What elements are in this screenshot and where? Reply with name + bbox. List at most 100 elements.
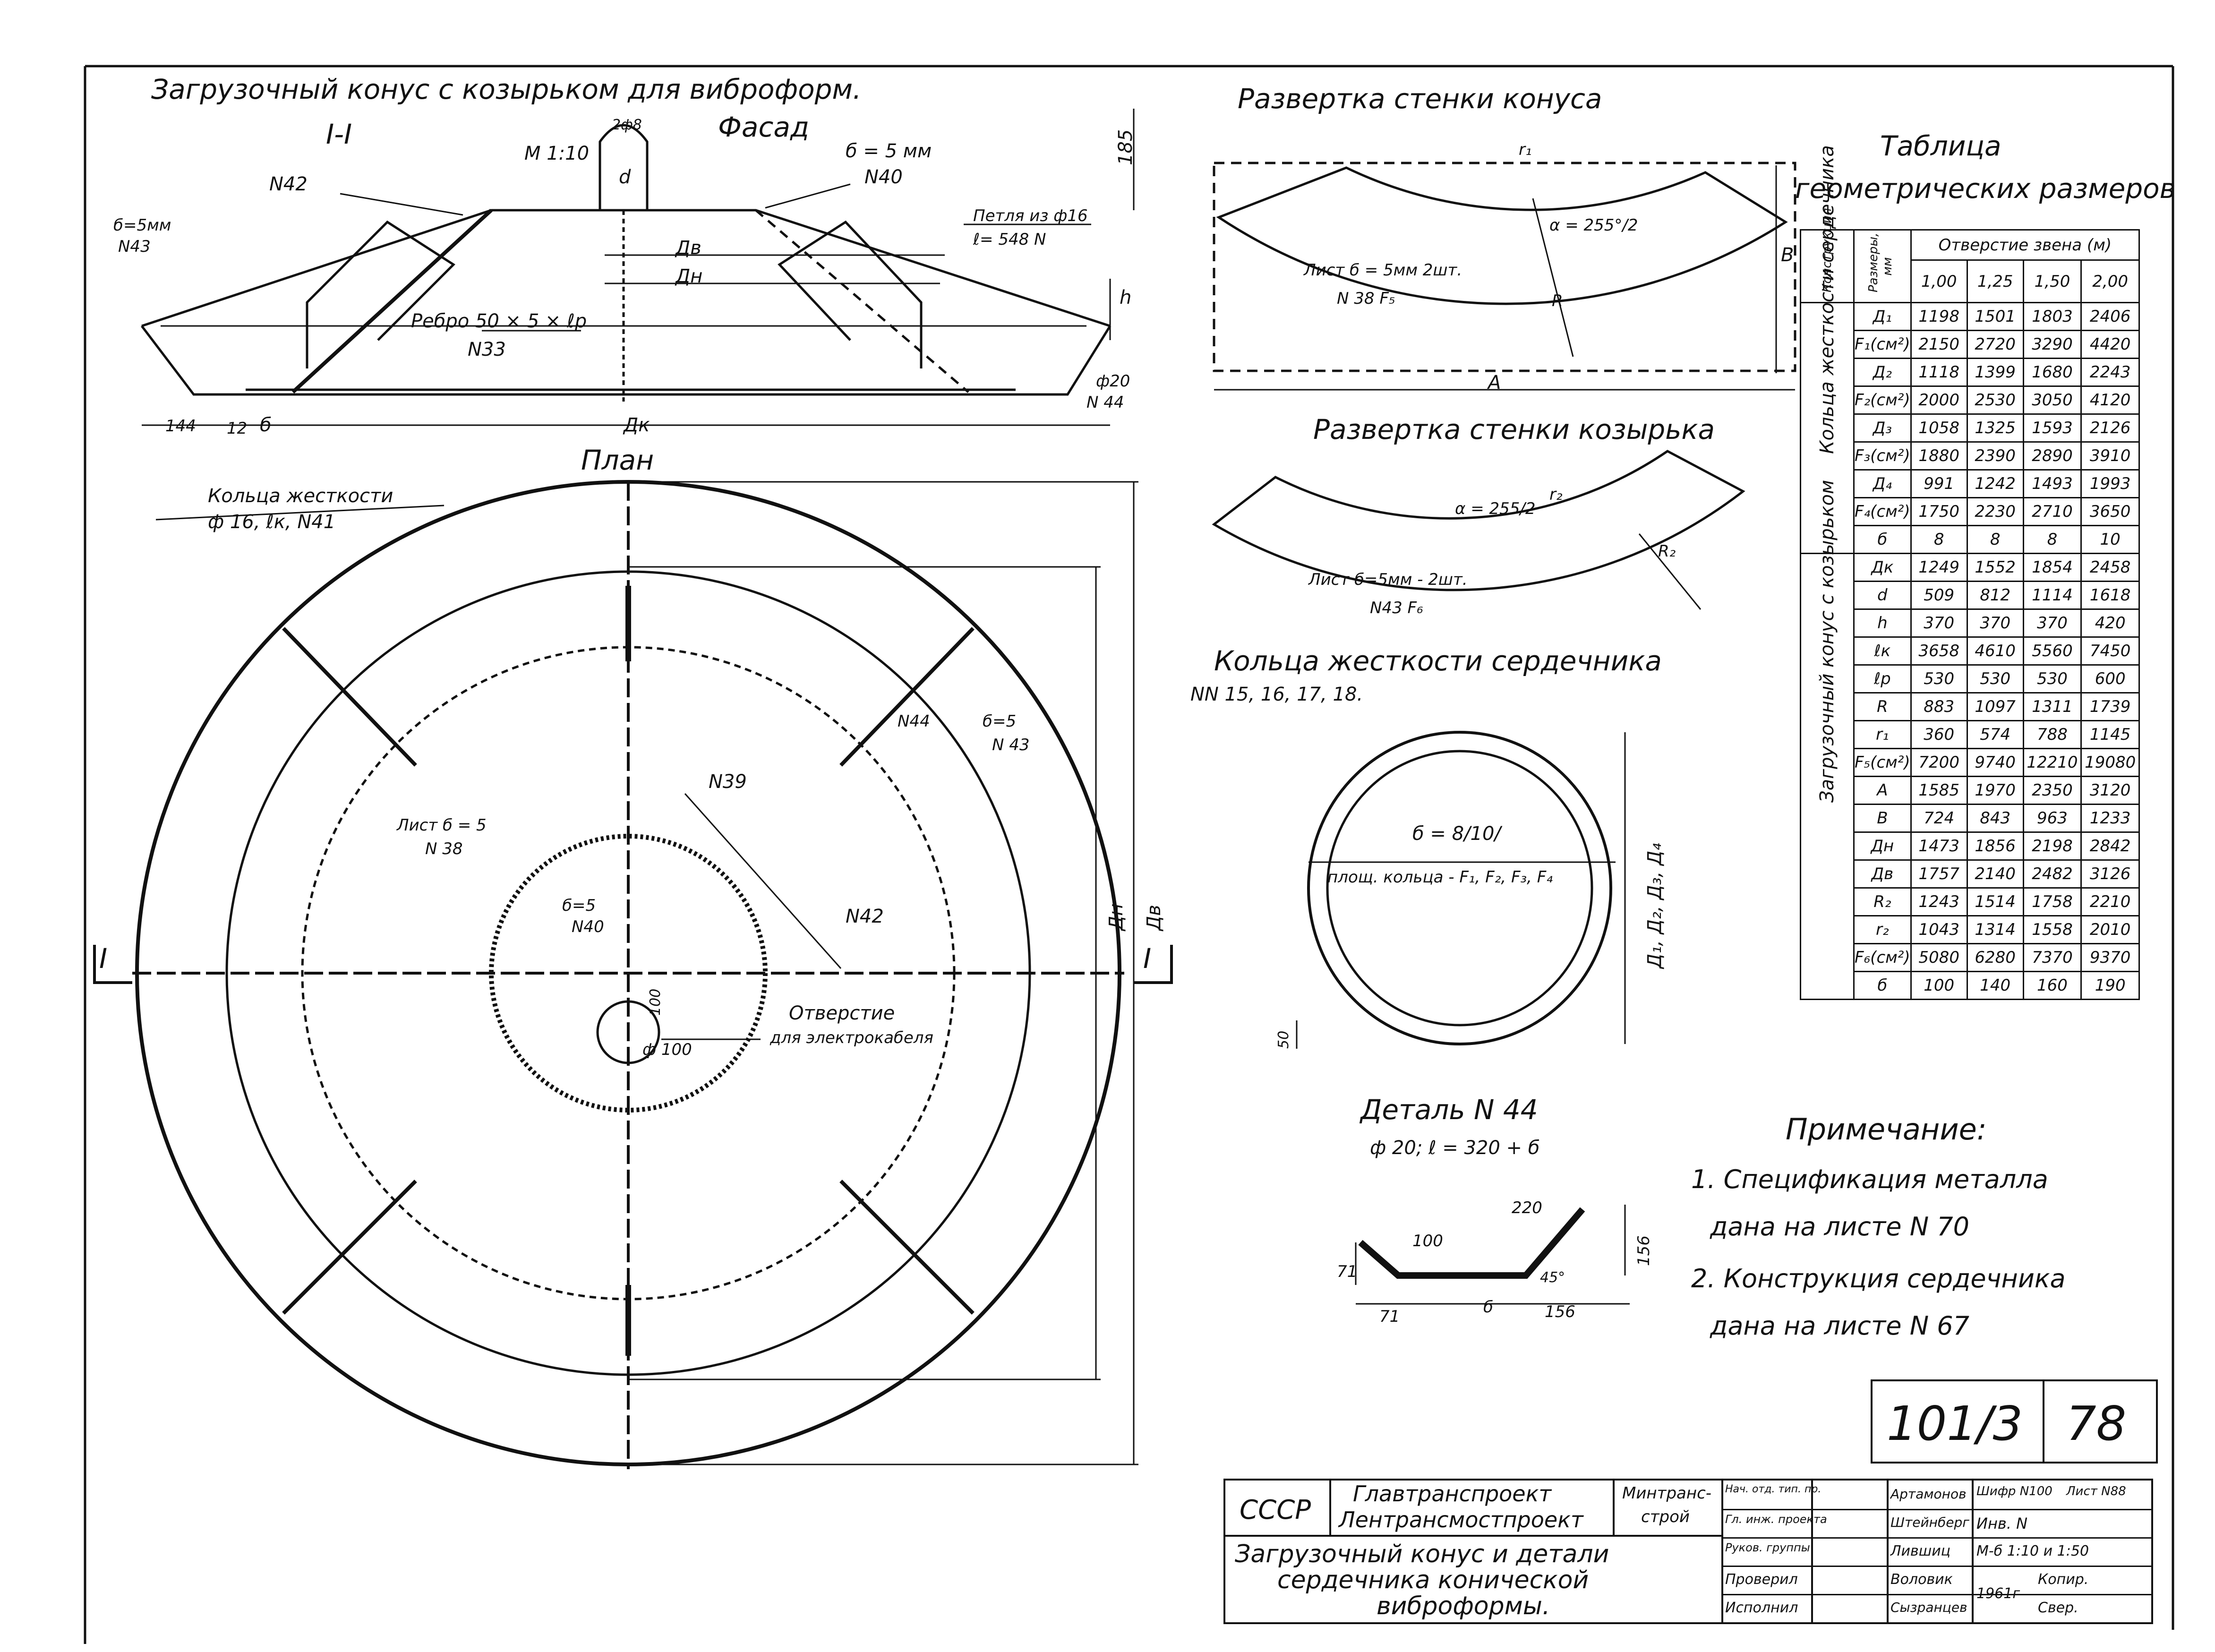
table-param: Д₄ [1853,469,1912,498]
table-cell: 1739 [2080,692,2140,721]
table-cell: 370 [1910,608,1968,638]
cut-left: I [99,942,108,975]
core-rings-b: б = 8/10/ [1412,823,1501,845]
table-cell: 5080 [1910,943,1968,972]
stamp-year: 1961г [1976,1585,2020,1602]
table-cell: 1501 [1966,302,2024,331]
table-cell: 3658 [1910,636,1968,666]
table-cell: 3650 [2080,497,2140,526]
table-cell: 2406 [2080,302,2140,331]
table-cell: 2000 [1910,385,1968,415]
table-cell: 1970 [1966,776,2024,805]
table-cell: 2126 [2080,413,2140,443]
facade-n42: N42 [269,173,308,195]
table-cell: 1114 [2022,581,2082,610]
table-cell: 420 [2080,608,2140,638]
table-cell: 1198 [1910,302,1968,331]
table-cell: 7200 [1910,748,1968,777]
table-cell: 2210 [2080,887,2140,916]
cone-B: B [1781,244,1794,266]
sheet-number-divider [2043,1381,2044,1462]
plan-n43: N 43 [992,736,1030,754]
table-cell: 370 [1966,608,2024,638]
table-title: Таблица [1880,130,2001,162]
loop-top-label: 2ф8 [612,117,642,133]
table-cell: 2482 [2022,859,2082,889]
table-param: ℓк [1853,636,1912,666]
name-3: Лившиц [1890,1543,1951,1559]
detail-100: 100 [1412,1232,1443,1250]
visor-sheet: Лист б=5мм - 2шт. [1308,570,1468,589]
table-cell: 2140 [1966,859,2024,889]
table-cell: 4420 [2080,330,2140,359]
table-cell: 1473 [1910,831,1968,861]
table-cell: 3290 [2022,330,2082,359]
plan-n39: N39 [709,771,747,793]
cone-sheet: Лист б = 5мм 2шт. [1304,261,1462,280]
stamp-scale: М-б 1:10 и 1:50 [1976,1543,2089,1559]
stamp-title2: сердечника конической [1277,1566,1589,1594]
facade-label: Фасад [718,111,810,143]
role-2: Гл. инж. проекта [1725,1513,1827,1526]
table-param: R [1853,692,1912,721]
table-param: F₁(см²) [1853,330,1912,359]
name-4: Воловик [1890,1571,1953,1588]
table-cell: 883 [1910,692,1968,721]
plan-dn: Дн [1105,903,1127,931]
col-holes: Отверстие звена (м) [1910,229,2140,261]
name-2: Штейнберг [1890,1515,1969,1530]
plan-drawing [93,480,1173,1469]
table-cell: 1585 [1910,776,1968,805]
table-param: F₂(см²) [1853,385,1912,415]
table-cell: 1325 [1966,413,2024,443]
stamp-copy: Копир. [2038,1571,2089,1588]
table-cell: 1993 [2080,469,2140,498]
hole-phi: ф 100 [642,1040,692,1059]
table-cell: 1514 [1966,887,2024,916]
core-rings-w: 50 [1275,1030,1292,1049]
plan-b5-40: б=5 [562,896,596,915]
table-cell: 600 [2080,664,2140,693]
table-cell: 1680 [2022,358,2082,387]
table-cell: 3120 [2080,776,2140,805]
stamp-shifr: Шифр N100 [1976,1484,2053,1498]
facade-dv: Дв [676,237,701,259]
table-cell: 140 [1966,971,2024,1000]
table-cell: 1314 [1966,915,2024,944]
cone-dev-title: Развертка стенки конуса [1238,83,1602,115]
cone-n38: N 38 F₅ [1337,289,1395,308]
table-cell: 7370 [2022,943,2082,972]
cone-alpha: α = 255°/2 [1549,216,1638,235]
table-cell: 1118 [1910,358,1968,387]
detail-71a: 71 [1337,1262,1358,1281]
table-cell: 3910 [2080,441,2140,471]
facade-b5mm: б=5мм [113,216,171,235]
table-param: Дк [1853,553,1912,582]
facade-dk: Дк [624,414,650,436]
stamp-title3: виброформы. [1377,1592,1550,1620]
table-param: Д₁ [1853,302,1912,331]
table-cell: 1043 [1910,915,1968,944]
detail-156a: 156 [1545,1302,1575,1321]
hole-label: Отверстие [789,1002,895,1024]
cone-R: R [1552,291,1563,310]
cut-right: I [1143,942,1152,975]
table-cell: 1243 [1910,887,1968,916]
detail-sub: ф 20; ℓ = 320 + б [1370,1137,1540,1159]
dim-12: 12 [227,419,248,438]
note-2: 2. Конструкция сердечника [1691,1264,2066,1293]
facade-d: d [619,166,631,188]
core-rings-title: Кольца жесткости сердечника [1214,645,1662,677]
core-rings-d: Д₁, Д₂, Д₃, Д₄ [1644,843,1666,968]
stamp-ministry1: Минтранс- [1622,1484,1712,1503]
stamp-org2: Лентрансмостпроект [1339,1507,1583,1532]
table-cell: 10 [2080,525,2140,554]
table-cell: 9740 [1966,748,2024,777]
